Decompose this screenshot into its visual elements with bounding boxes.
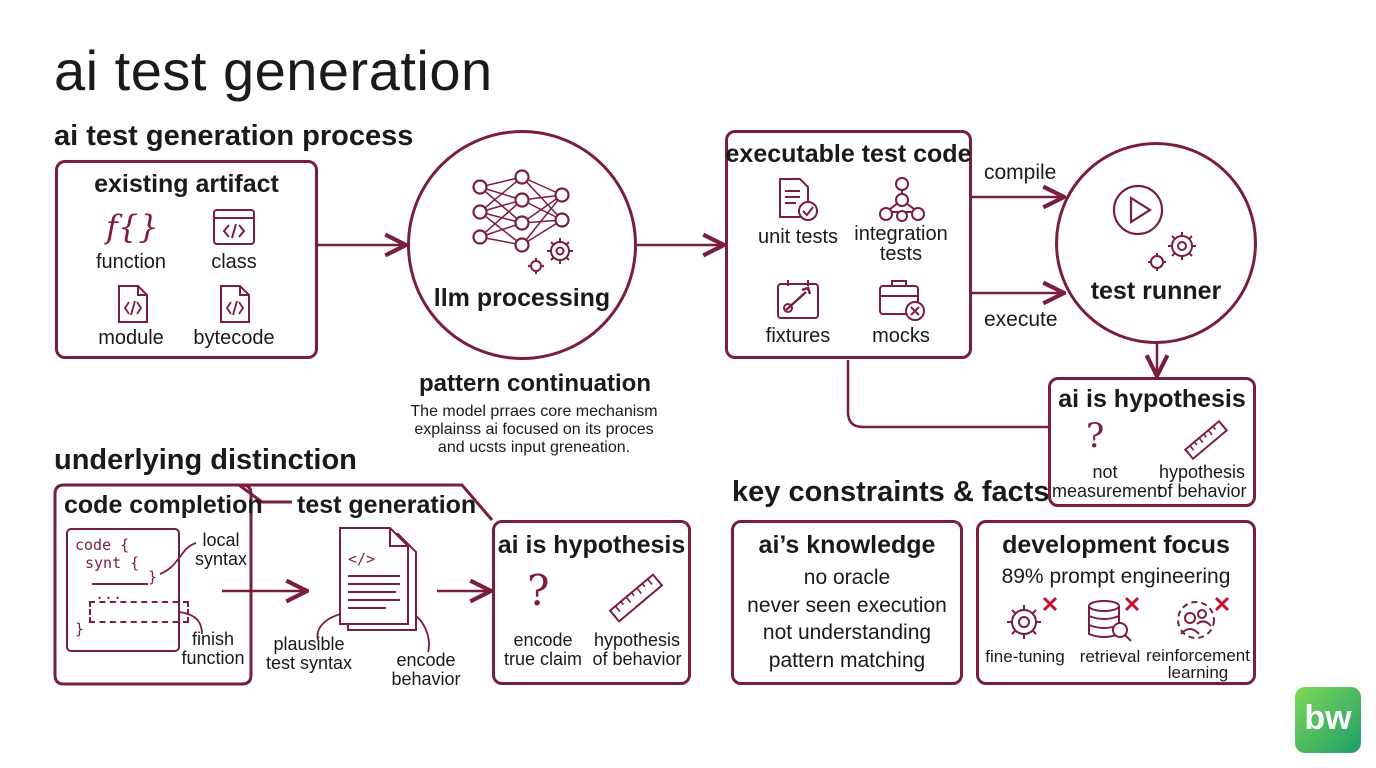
code-underline xyxy=(92,583,148,585)
retrieval-database-icon xyxy=(1088,596,1140,642)
knowledge-item-3: not understanding xyxy=(762,621,932,644)
exec-title: executable test code xyxy=(725,140,972,168)
artifact-function-label: function xyxy=(95,251,167,273)
pattern-caption-line-3: and ucsts input greneation. xyxy=(437,439,631,456)
compile-label: compile xyxy=(984,161,1057,184)
code-line-5: } xyxy=(75,620,85,638)
unit-tests-icon xyxy=(779,178,818,221)
pattern-caption-line-1: The model prraes core mechanism xyxy=(410,403,658,420)
existing-artifact-box xyxy=(55,160,318,359)
class-icon xyxy=(213,209,255,245)
code-line-2: synt { xyxy=(85,554,140,572)
code-line-4: ... xyxy=(95,585,123,603)
fixtures-icon xyxy=(777,280,819,319)
neural-network-icon xyxy=(472,169,573,274)
prompt-engineering-stat: 89% prompt engineering xyxy=(1001,565,1231,588)
hypothesis-bottom-title: ai is hypothesis xyxy=(497,531,686,559)
artifact-title: existing artifact xyxy=(94,170,279,198)
code-line-1: code { xyxy=(75,536,130,554)
function-icon: f{} xyxy=(106,208,159,246)
knowledge-item-2: never seen execution xyxy=(747,594,947,617)
bw-logo-text: bw xyxy=(1304,699,1352,737)
hypothesis-top-title: ai is hypothesis xyxy=(1058,385,1246,413)
hypothesis-box-bottom xyxy=(492,520,691,685)
knowledge-item-4: pattern matching xyxy=(768,649,926,672)
test-runner-label: test runner xyxy=(1090,277,1222,305)
question-icon-bottom: ? xyxy=(527,566,550,615)
constraints-heading: key constraints & facts xyxy=(732,476,1050,508)
code-line-3: } xyxy=(148,568,158,586)
question-icon: ? xyxy=(1086,416,1105,456)
fine-tuning-label: fine-tuning xyxy=(985,647,1065,666)
integration-tests-icon xyxy=(879,177,925,222)
artifact-class-label: class xyxy=(211,251,257,273)
page-title: ai test generation xyxy=(54,39,493,102)
code-completion-title: code completion xyxy=(64,491,263,519)
ai-knowledge-title: ai’s knowledge xyxy=(758,531,936,559)
pattern-caption-line-2: explainss ai focused on its proces xyxy=(414,421,654,438)
artifact-module-label: module xyxy=(98,327,164,349)
distinction-heading: underlying distinction xyxy=(54,444,357,476)
unit-tests-label: unit tests xyxy=(757,226,839,248)
fixtures-label: fixtures xyxy=(765,325,831,347)
ruler-icon xyxy=(1184,419,1228,461)
test-runner-circle xyxy=(1055,142,1257,344)
exec-to-hypothesis-line xyxy=(846,360,1048,429)
execute-label: execute xyxy=(984,308,1058,331)
bw-logo: bw xyxy=(1295,687,1361,753)
executable-test-code-box xyxy=(725,130,972,359)
retrieval-label: retrieval xyxy=(1079,647,1141,666)
svg-text:</>: </> xyxy=(348,550,375,568)
mocks-icon xyxy=(879,280,925,321)
artifact-bytecode-label: bytecode xyxy=(193,327,275,349)
play-gear-icon xyxy=(1112,184,1196,271)
code-editor-panel xyxy=(66,528,180,652)
module-icon xyxy=(118,285,148,323)
pattern-continuation-title: pattern continuation xyxy=(419,370,651,397)
development-focus-title: development focus xyxy=(1002,531,1230,559)
ruler-icon-bottom xyxy=(608,573,664,623)
fine-tuning-gear-icon xyxy=(1007,596,1058,639)
test-document-icon: </> xyxy=(339,527,417,631)
reinforcement-learning-icon xyxy=(1177,596,1230,639)
mocks-label: mocks xyxy=(872,325,930,347)
knowledge-item-1: no oracle xyxy=(803,566,891,589)
bytecode-icon xyxy=(220,285,250,323)
ai-knowledge-box xyxy=(731,520,963,685)
hypothesis-box-top xyxy=(1048,377,1256,507)
llm-processing-label: llm processing xyxy=(433,284,611,312)
test-generation-title: test generation xyxy=(297,491,477,519)
process-heading: ai test generation process xyxy=(54,120,414,152)
completion-dashed-box xyxy=(89,601,189,623)
